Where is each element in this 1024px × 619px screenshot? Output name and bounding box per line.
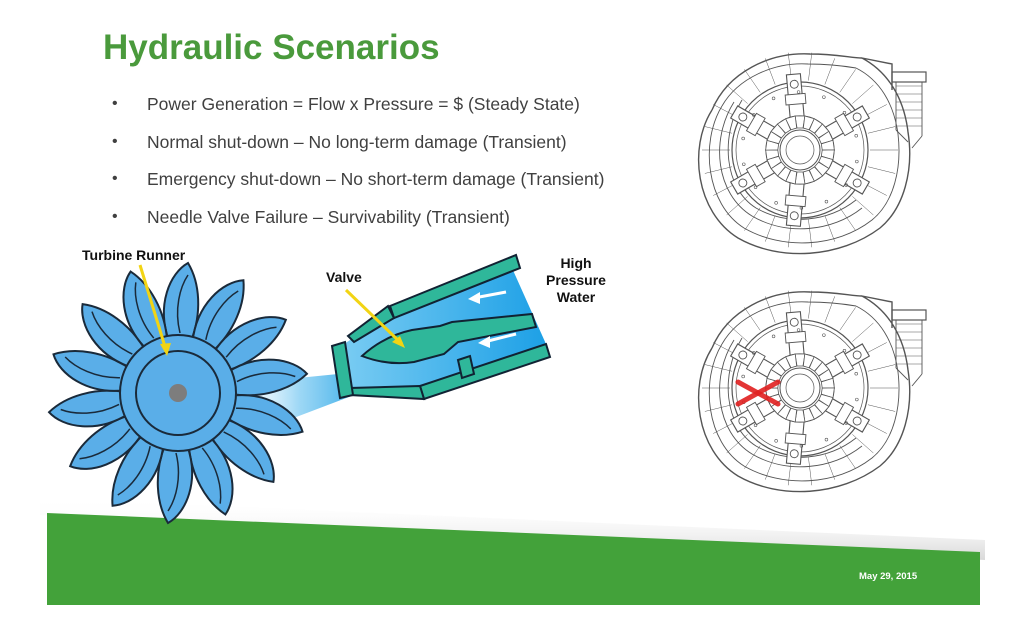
flow-arrow-icon — [468, 290, 507, 304]
turbine-pointer — [138, 264, 168, 351]
failure-x-icon — [735, 379, 781, 407]
turbine-drawing-normal — [697, 52, 927, 255]
bullet-item: • Emergency shut-down – No short-term dam… — [112, 165, 604, 203]
bullet-glyph: • — [112, 207, 118, 225]
bullet-glyph: • — [112, 132, 118, 150]
turbine-drawing-failure — [697, 290, 927, 493]
bullet-item: • Power Generation = Flow x Pressure = $ … — [112, 90, 604, 128]
needle-valve-nozzle — [330, 253, 552, 401]
valve-pointer — [344, 288, 404, 346]
flow-arrow-icon — [478, 332, 517, 348]
runner-bucket — [122, 270, 169, 352]
bullet-text: Normal shut-down – No long-term damage (… — [147, 131, 567, 152]
footer-band — [47, 513, 980, 605]
bullet-glyph: • — [112, 170, 118, 187]
runner-shaft — [169, 384, 187, 402]
slide-title: Hydraulic Scenarios — [103, 28, 440, 67]
high-pressure-water-label: High Pressure Water — [546, 255, 606, 305]
valve-pointer-tip — [392, 336, 405, 348]
slide-date: May 29, 2015 — [859, 571, 918, 582]
valve-label: Valve — [326, 269, 362, 285]
turbine-runner — [47, 261, 309, 525]
bullet-item: • Needle Valve Failure – Survivability (T… — [112, 203, 604, 241]
bullet-list: • Power Generation = Flow x Pressure = $ … — [112, 90, 604, 240]
bullet-text: Emergency shut-down – No short-term dama… — [147, 169, 605, 189]
bullet-text: Power Generation = Flow x Pressure = $ (… — [147, 94, 580, 114]
turbine-pointer-tip — [160, 343, 171, 356]
bullet-text: Needle Valve Failure – Survivability (Tr… — [147, 206, 510, 227]
bullet-item: • Normal shut-down – No long-term damage … — [112, 128, 604, 166]
runner-bucket — [162, 261, 200, 342]
turbine-runner-label: Turbine Runner — [82, 247, 186, 263]
bullet-glyph: • — [112, 95, 118, 112]
